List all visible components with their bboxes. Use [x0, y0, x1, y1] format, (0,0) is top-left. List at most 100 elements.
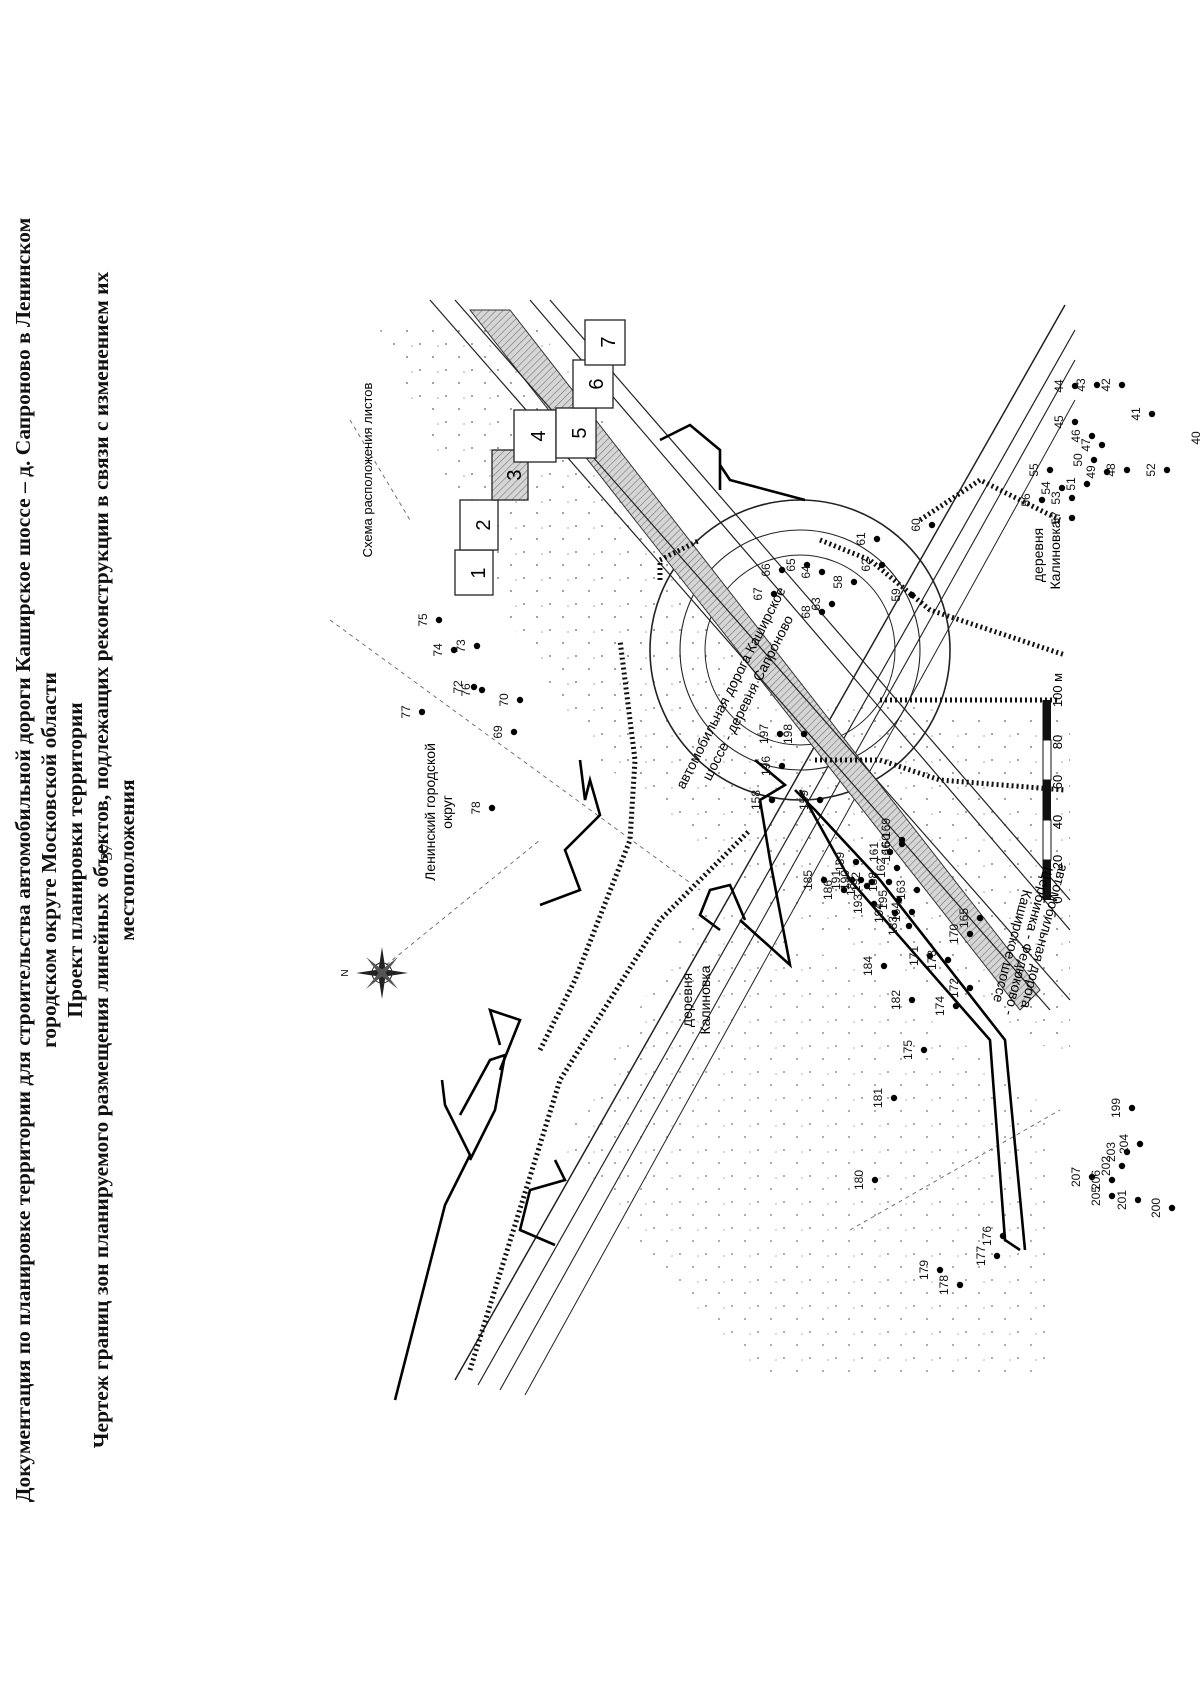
point-marker-182	[908, 996, 916, 1004]
point-label-171: 171	[907, 946, 921, 966]
point-marker-187	[863, 882, 871, 890]
village-east-line-1: деревня	[1030, 528, 1046, 582]
point-marker-197	[776, 730, 784, 738]
sheet-1-label: 1	[468, 567, 490, 578]
village-east-line-2: Калиновка	[1047, 520, 1063, 589]
point-marker-180	[871, 1176, 879, 1184]
point-marker-42	[1118, 381, 1126, 389]
point-label-48: 48	[1104, 463, 1118, 477]
point-marker-48	[1123, 466, 1131, 474]
point-marker-204	[1136, 1140, 1144, 1148]
area-label-line-2: округ	[439, 795, 455, 829]
point-label-162: 162	[874, 858, 888, 878]
point-label-204: 204	[1117, 1134, 1131, 1154]
point-marker-75	[435, 616, 443, 624]
point-label-173: 173	[925, 950, 939, 970]
point-marker-203	[1123, 1148, 1131, 1156]
point-marker-58	[850, 578, 858, 586]
point-label-49: 49	[1084, 465, 1098, 479]
point-label-188: 188	[866, 872, 880, 892]
point-label-78: 78	[469, 801, 483, 815]
point-label-185: 185	[801, 870, 815, 890]
point-marker-64	[818, 568, 826, 576]
point-marker-53	[1068, 494, 1076, 502]
guide-lines	[329, 419, 1061, 1231]
point-label-193: 193	[851, 894, 865, 914]
point-marker-173	[944, 956, 952, 964]
point-label-197: 197	[757, 724, 771, 744]
point-marker-196	[778, 762, 786, 770]
scale-tick-0: 0	[1050, 896, 1065, 903]
point-label-160: 160	[879, 834, 893, 854]
point-label-198: 198	[781, 724, 795, 744]
point-marker-183	[905, 922, 913, 930]
point-label-159: 159	[797, 790, 811, 810]
point-marker-69	[510, 728, 518, 736]
point-label-187: 187	[844, 876, 858, 896]
point-marker-207	[1088, 1173, 1096, 1181]
sheet-6	[572, 359, 614, 409]
scale-tick-40: 40	[1050, 815, 1065, 829]
point-label-172: 172	[947, 978, 961, 998]
point-marker-202	[1118, 1162, 1126, 1170]
sheet-7-label: 7	[598, 336, 620, 347]
point-label-72: 72	[451, 680, 465, 694]
point-marker-44	[1071, 382, 1079, 390]
point-label-163: 163	[894, 880, 908, 900]
point-label-203: 203	[1104, 1142, 1118, 1162]
point-label-59: 59	[889, 588, 903, 602]
point-marker-70	[516, 696, 524, 704]
scale-tick-80: 80	[1050, 735, 1065, 749]
sheet-scheme-title: Схема расположения листов	[360, 382, 375, 557]
point-marker-45	[1071, 418, 1079, 426]
point-label-74: 74	[431, 643, 445, 657]
main-road	[454, 304, 1076, 1396]
point-marker-63	[828, 600, 836, 608]
point-label-195: 195	[876, 890, 890, 910]
point-label-46: 46	[1069, 429, 1083, 443]
point-marker-159	[816, 796, 824, 804]
point-marker-78	[488, 804, 496, 812]
point-marker-186	[840, 886, 848, 894]
point-label-191: 191	[829, 870, 843, 890]
area-label-line-1: Ленинский городской	[422, 743, 438, 881]
point-marker-74	[450, 646, 458, 654]
point-label-178: 178	[937, 1275, 951, 1295]
point-marker-55	[1046, 466, 1054, 474]
point-label-206: 206	[1089, 1170, 1103, 1190]
point-marker-41	[1148, 410, 1156, 418]
point-marker-67	[770, 590, 778, 598]
point-label-69: 69	[491, 725, 505, 739]
point-marker-54	[1058, 484, 1066, 492]
point-label-51: 51	[1064, 477, 1078, 491]
point-marker-206	[1108, 1176, 1116, 1184]
scale-tick-60: 60	[1050, 775, 1065, 789]
point-label-181: 181	[871, 1088, 885, 1108]
point-marker-192	[868, 878, 876, 886]
point-marker-170	[966, 930, 974, 938]
point-label-47: 47	[1079, 438, 1093, 452]
point-label-189: 189	[833, 852, 847, 872]
point-label-201: 201	[1115, 1190, 1129, 1210]
point-marker-76	[478, 686, 486, 694]
point-label-63: 63	[809, 597, 823, 611]
sheet-5-label: 5	[569, 427, 591, 438]
point-label-41: 41	[1129, 407, 1143, 421]
point-label-194: 194	[872, 903, 886, 923]
vegetation-field-north	[380, 330, 1070, 1060]
point-label-62: 62	[859, 558, 873, 572]
point-marker-184	[880, 962, 888, 970]
point-label-75: 75	[416, 613, 430, 627]
point-label-65: 65	[784, 558, 798, 572]
point-marker-171	[926, 952, 934, 960]
point-label-192: 192	[849, 872, 863, 892]
point-label-199: 199	[1109, 1098, 1123, 1118]
point-label-77: 77	[399, 705, 413, 719]
point-label-66: 66	[759, 563, 773, 577]
point-marker-181	[890, 1094, 898, 1102]
point-label-53: 53	[1049, 491, 1063, 505]
point-marker-179	[936, 1266, 944, 1274]
point-marker-161	[886, 848, 894, 856]
point-label-70: 70	[497, 693, 511, 707]
